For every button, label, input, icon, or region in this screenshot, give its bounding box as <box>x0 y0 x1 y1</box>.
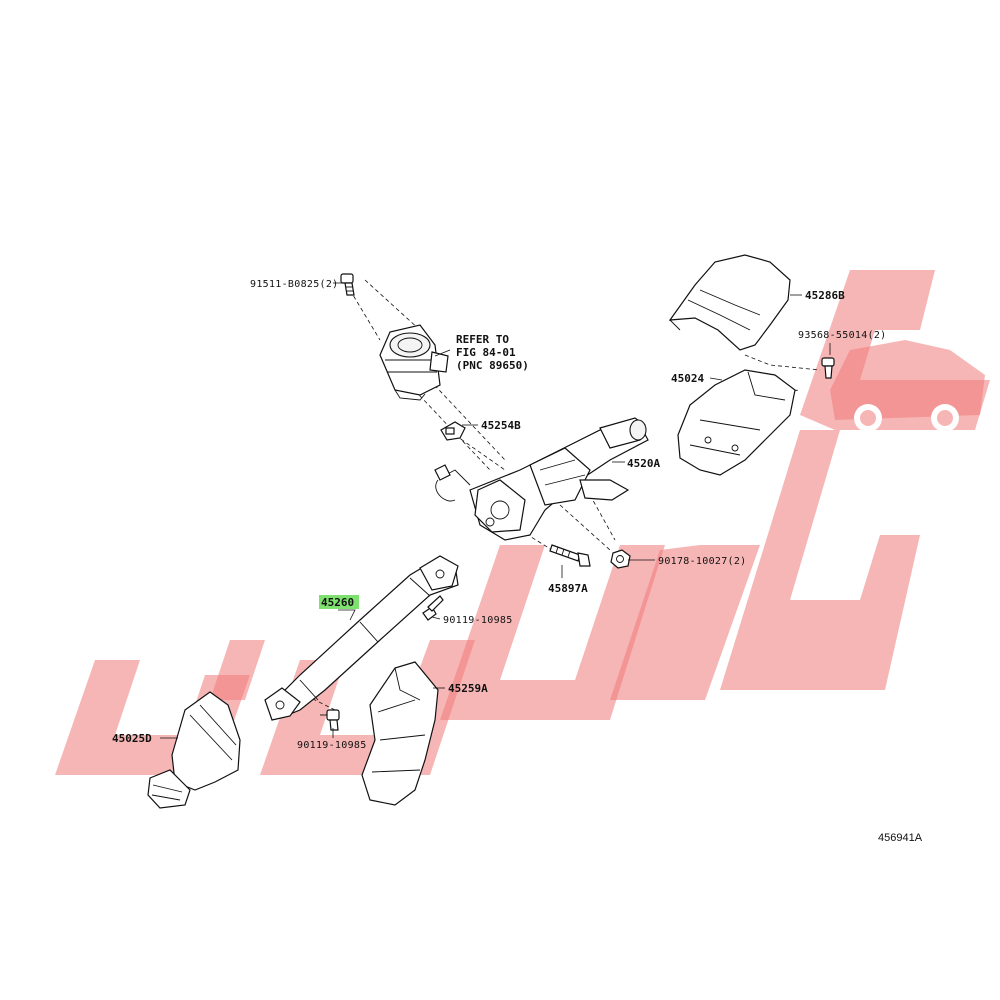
bolt-90119-lower[interactable] <box>320 709 340 731</box>
upper-cover-45286B[interactable] <box>668 254 791 351</box>
part-label-91511[interactable]: 91511-B0825(2) <box>250 279 339 290</box>
part-label-90119-upper[interactable]: 90119-10985 <box>443 615 513 626</box>
part-label-45259A[interactable]: 45259A <box>448 682 488 695</box>
bolt-90119-upper[interactable] <box>422 595 444 621</box>
part-label-90178[interactable]: 90178-10027(2) <box>658 556 747 567</box>
part-label-4520A[interactable]: 4520A <box>627 457 660 470</box>
part-label-45286B[interactable]: 45286B <box>805 289 845 302</box>
part-label-45260[interactable]: 45260 <box>321 596 354 609</box>
part-label-45025D[interactable]: 45025D <box>112 732 152 745</box>
car-icon <box>830 340 985 432</box>
part-highlight <box>319 595 359 609</box>
part-label-90119-lower[interactable]: 90119-10985 <box>297 740 367 751</box>
refer-note-line1: REFER TO <box>456 333 509 346</box>
refer-note-line3: (PNC 89650) <box>456 359 529 372</box>
hole-cover-45025D[interactable] <box>147 691 241 809</box>
spiral-cable-assembly[interactable] <box>379 324 449 401</box>
bolt-91511[interactable] <box>340 273 355 296</box>
nut-90178[interactable] <box>610 549 631 569</box>
screw-93568[interactable] <box>821 357 835 379</box>
lower-cover-45024[interactable] <box>677 369 796 476</box>
figure-number: 456941A <box>878 832 923 844</box>
part-label-45897A[interactable]: 45897A <box>548 582 588 595</box>
intermediate-shaft-45260[interactable] <box>264 555 459 721</box>
connector-45254B[interactable] <box>440 421 466 441</box>
steering-column-4520A[interactable] <box>434 417 649 541</box>
part-label-45254B[interactable]: 45254B <box>481 419 521 432</box>
lower-cover-45259A[interactable] <box>361 661 439 806</box>
refer-note-line2: FIG 84-01 <box>456 346 516 359</box>
bolt-45897A[interactable] <box>549 544 591 567</box>
part-label-45024[interactable]: 45024 <box>671 372 704 385</box>
part-label-93568[interactable]: 93568-55014(2) <box>798 330 887 341</box>
leader-lines <box>160 282 831 739</box>
